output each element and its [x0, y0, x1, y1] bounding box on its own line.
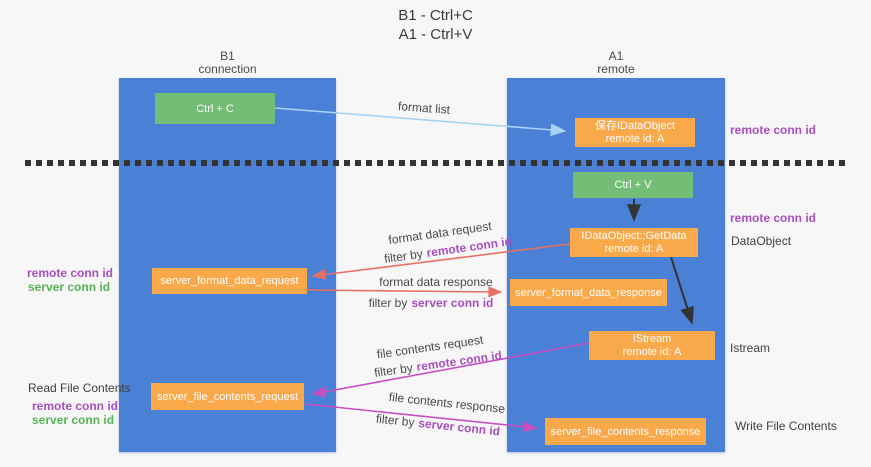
dataobject-label: DataObject	[731, 234, 792, 248]
istream-node: IStream remote id: A	[589, 331, 715, 360]
column-header-b1: B1 connection	[119, 50, 336, 76]
server-format-data-response-label: server_format_data_response	[515, 286, 662, 299]
column-b1-role: connection	[198, 62, 257, 76]
ctrl-c-node: Ctrl + C	[155, 93, 275, 124]
server-file-contents-request-node: server_file_contents_request	[151, 383, 304, 410]
istream-line1: IStream	[632, 332, 672, 345]
server-file-contents-response-label: server_file_contents_response	[550, 425, 701, 438]
server-conn-id-text: server conn id	[411, 296, 494, 310]
format-list-label: format list	[397, 99, 451, 117]
getdata-line1: IDataObject::GetData	[581, 229, 687, 242]
istream-line2: remote id: A	[622, 345, 682, 358]
ctrl-c-label: Ctrl + C	[196, 102, 234, 115]
title-line-1: B1 - Ctrl+C	[398, 7, 473, 24]
save-dataobject-node: 保存IDataObject remote id: A	[575, 118, 695, 147]
ctrl-v-node: Ctrl + V	[573, 172, 693, 198]
column-b1-name: B1	[220, 49, 235, 63]
column-a1-name: A1	[608, 49, 624, 63]
server-conn-id-label-left-2: server conn id	[32, 413, 115, 427]
file-contents-response-label: file contents response	[388, 389, 506, 417]
getdata-line2: remote id: A	[604, 242, 664, 255]
server-format-data-request-node: server_format_data_request	[152, 268, 307, 294]
filter-by-text: filter by	[373, 360, 414, 380]
filter-by-text: filter by	[383, 246, 424, 266]
istream-side-label: Istream	[730, 341, 771, 355]
format-data-response-arrow	[306, 286, 503, 298]
save-dataobject-line1: 保存IDataObject	[594, 119, 676, 132]
column-header-a1: A1 remote	[507, 50, 725, 76]
server-file-contents-request-label: server_file_contents_request	[156, 390, 299, 403]
diagram-title: B1 - Ctrl+C A1 - Ctrl+V	[0, 6, 871, 44]
remote-conn-id-label-left-2: remote conn id	[32, 399, 119, 413]
session-divider-dashed-line	[25, 160, 848, 166]
server-conn-id-text: server conn id	[417, 415, 501, 439]
format-data-response-label: format data response	[379, 275, 493, 289]
server-conn-id-label-left-1: server conn id	[28, 280, 111, 294]
remote-conn-id-label-right-1: remote conn id	[730, 123, 817, 137]
save-dataobject-line2: remote id: A	[605, 132, 665, 145]
filter-by-text: filter by	[375, 411, 416, 430]
title-line-2: A1 - Ctrl+V	[398, 26, 473, 43]
column-a1-role: remote	[597, 62, 635, 76]
ctrl-v-label: Ctrl + V	[614, 179, 652, 191]
remote-conn-id-label-left-1: remote conn id	[27, 266, 114, 280]
remote-conn-id-label-right-2: remote conn id	[730, 211, 817, 225]
server-format-data-response-node: server_format_data_response	[510, 279, 667, 306]
write-file-contents-label: Write File Contents	[735, 419, 837, 433]
filter-by-text: filter by	[368, 296, 408, 310]
server-file-contents-response-node: server_file_contents_response	[545, 418, 706, 445]
getdata-node: IDataObject::GetData remote id: A	[570, 228, 698, 257]
read-file-contents-label: Read File Contents	[28, 381, 131, 395]
server-format-data-request-label: server_format_data_request	[160, 275, 299, 287]
